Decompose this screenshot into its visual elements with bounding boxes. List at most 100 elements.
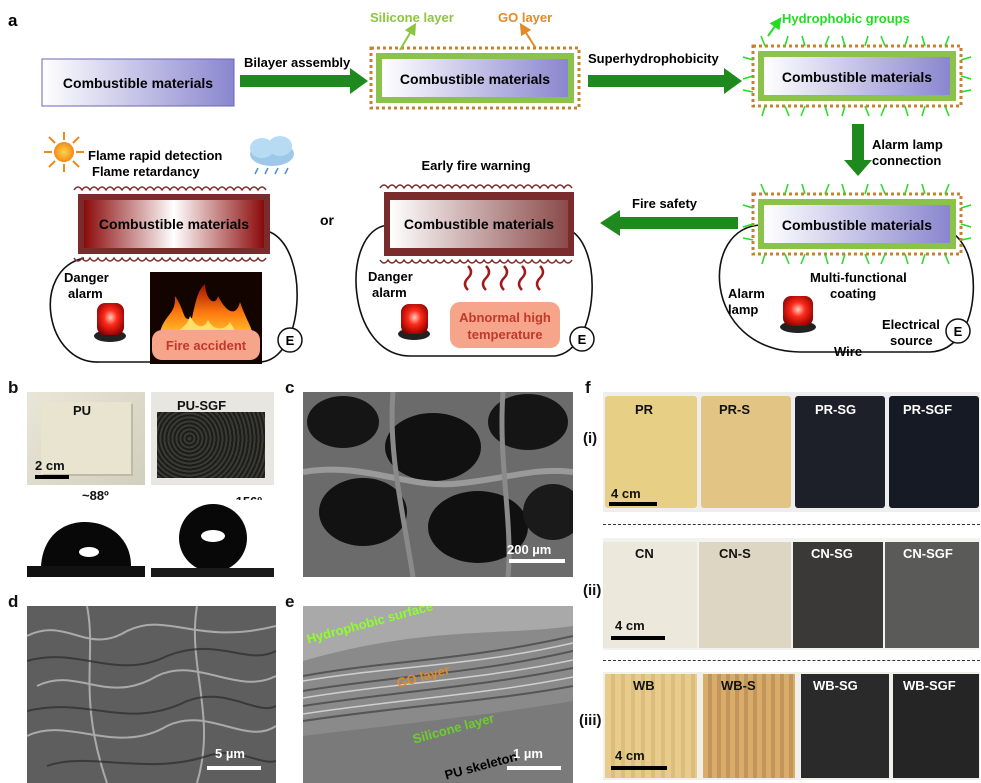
scale-bar — [509, 559, 565, 563]
arrow-alarm-label-line1: Alarm lamp — [872, 137, 943, 152]
abnormal-label-line2: temperature — [467, 327, 542, 342]
sun-icon — [44, 132, 84, 172]
electrical-source-icon — [277, 327, 303, 353]
panel-label-d: d — [8, 592, 19, 611]
scale-bar — [207, 766, 261, 770]
abnormal-temperature-badge — [450, 302, 560, 348]
electrical-source-symbol: E — [578, 332, 587, 347]
danger-alarm-label-line1: Danger — [64, 270, 109, 285]
material-box-plain: Combustible materials — [41, 58, 235, 107]
arrow-alarm-label-line2: connection — [872, 153, 941, 168]
alarm-lamp-label-line1: Alarm — [728, 286, 765, 301]
sample-label: CN-SGF — [903, 546, 953, 561]
scale-bar — [611, 766, 667, 770]
scale-bar — [611, 636, 665, 640]
scale-bar — [35, 475, 69, 479]
sample-label: CN-S — [719, 546, 751, 561]
row-divider — [603, 660, 980, 661]
material-box-bilayer: Combustible materials Silicone layer GO … — [369, 10, 581, 110]
wire-label: Wire — [834, 344, 862, 359]
pu-foam-photo: PU 2 cm — [27, 392, 145, 485]
danger-alarm-label-line1: Danger — [368, 269, 413, 284]
arrow-bilayer-label: Bilayer assembly — [244, 55, 351, 70]
scale-bar — [609, 502, 657, 506]
scale-label: 4 cm — [615, 748, 645, 763]
hydrophobic-groups-label: Hydrophobic groups — [782, 11, 910, 26]
sem-image-surface: 5 µm — [27, 606, 276, 783]
multi-functional-label-line2: coating — [830, 286, 876, 301]
abnormal-label-line1: Abnormal high — [459, 310, 551, 325]
sem-image-cross-section: Hydrophobic surface GO layer Silicone la… — [303, 606, 573, 783]
pu-label: PU — [73, 403, 92, 418]
alarm-lamp-label-line2: lamp — [728, 302, 758, 317]
scale-label: 200 µm — [507, 542, 552, 557]
material-label: Combustible materials — [400, 71, 550, 87]
flame-detect-label: Flame rapid detection — [88, 148, 222, 163]
panel-label-a: a — [8, 11, 18, 30]
electrical-source-label-line1: Electrical — [882, 317, 940, 332]
scale-label: 2 cm — [35, 458, 65, 473]
contact-angle-left-label: ~88º — [82, 488, 109, 503]
sample-label: PR-SG — [815, 402, 857, 417]
flame-retard-label: Flame retardancy — [92, 164, 200, 179]
sample-label: PR — [635, 402, 654, 417]
sample-label: WB-SGF — [903, 678, 956, 693]
panel-label-c: c — [285, 378, 295, 397]
material-label: Combustible materials — [63, 75, 213, 91]
alarm-lamp-icon — [94, 303, 126, 342]
electrical-source-symbol: E — [954, 324, 963, 339]
material-box-fire-accident: Flame rapid detection Flame retardancy C… — [44, 132, 303, 364]
arrow-superhydrophobicity-label: Superhydrophobicity — [588, 51, 720, 66]
sample-label: PR-SGF — [903, 402, 953, 417]
alarm-lamp-icon — [780, 296, 816, 333]
multi-functional-label-line1: Multi-functional — [810, 270, 907, 285]
fire-accident-label: Fire accident — [166, 338, 247, 353]
material-label: Combustible materials — [404, 216, 554, 232]
scale-bar — [507, 766, 561, 770]
arrow-fire-safety-label: Fire safety — [632, 196, 698, 211]
early-warning-label: Early fire warning — [421, 158, 530, 173]
material-label: Combustible materials — [782, 69, 932, 85]
row-label-ii: (ii) — [583, 582, 602, 599]
material-label: Combustible materials — [99, 216, 249, 232]
sample-label: PR-S — [719, 402, 751, 417]
sample-label: CN-SG — [811, 546, 853, 561]
material-box-superhydrophobic: Combustible materials Hydrophobic groups — [742, 11, 972, 117]
scale-label: 5 µm — [215, 746, 245, 761]
danger-alarm-label-line2: alarm — [372, 285, 407, 300]
electrical-source-icon — [569, 326, 595, 352]
sample-photo-row-iii: WB WB-S WB-SG WB-SGF 4 cm — [603, 672, 980, 780]
scale-label: 4 cm — [611, 486, 641, 501]
sem-image-foam: 200 µm — [303, 392, 573, 577]
sample-photo-row-i: PR PR-S PR-SG PR-SGF 4 cm — [603, 392, 980, 512]
electrical-source-label-line2: source — [890, 333, 933, 348]
hydrophobic-hair — [742, 35, 972, 117]
scale-label: 1 µm — [513, 746, 543, 761]
heat-waves-icon — [463, 265, 545, 291]
fire-accident-badge — [152, 330, 260, 360]
row-label-iii: (iii) — [579, 712, 602, 729]
scale-label: 4 cm — [615, 618, 645, 633]
arrow-alarm-lamp-connection: Alarm lamp connection — [844, 124, 943, 176]
panel-label-b: b — [8, 378, 19, 397]
arrow-fire-safety: Fire safety — [600, 196, 738, 236]
pu-sgf-label: PU-SGF — [177, 398, 227, 413]
rain-cloud-icon — [250, 136, 294, 175]
silicone-layer-label: Silicone layer — [370, 10, 454, 25]
danger-alarm-label-line2: alarm — [68, 286, 103, 301]
pu-sgf-foam-photo: PU-SGF — [151, 392, 274, 485]
electrical-source-icon — [945, 318, 971, 344]
sample-label: WB — [633, 678, 655, 693]
row-label-i: (i) — [583, 430, 598, 447]
sample-label: CN — [635, 546, 654, 561]
material-label: Combustible materials — [782, 217, 932, 233]
arrow-bilayer-assembly: Bilayer assembly — [240, 55, 368, 94]
material-box-alarm-circuit: Combustible materials Alarm lamp Multi-f… — [718, 183, 975, 359]
alarm-lamp-icon — [398, 304, 430, 340]
droplet-pu-sgf-photo — [151, 500, 274, 577]
go-layer-label: GO layer — [498, 10, 552, 25]
sample-photo-row-ii: CN CN-S CN-SG CN-SGF 4 cm — [603, 538, 980, 650]
or-label: or — [320, 212, 335, 228]
sample-label: WB-S — [721, 678, 756, 693]
